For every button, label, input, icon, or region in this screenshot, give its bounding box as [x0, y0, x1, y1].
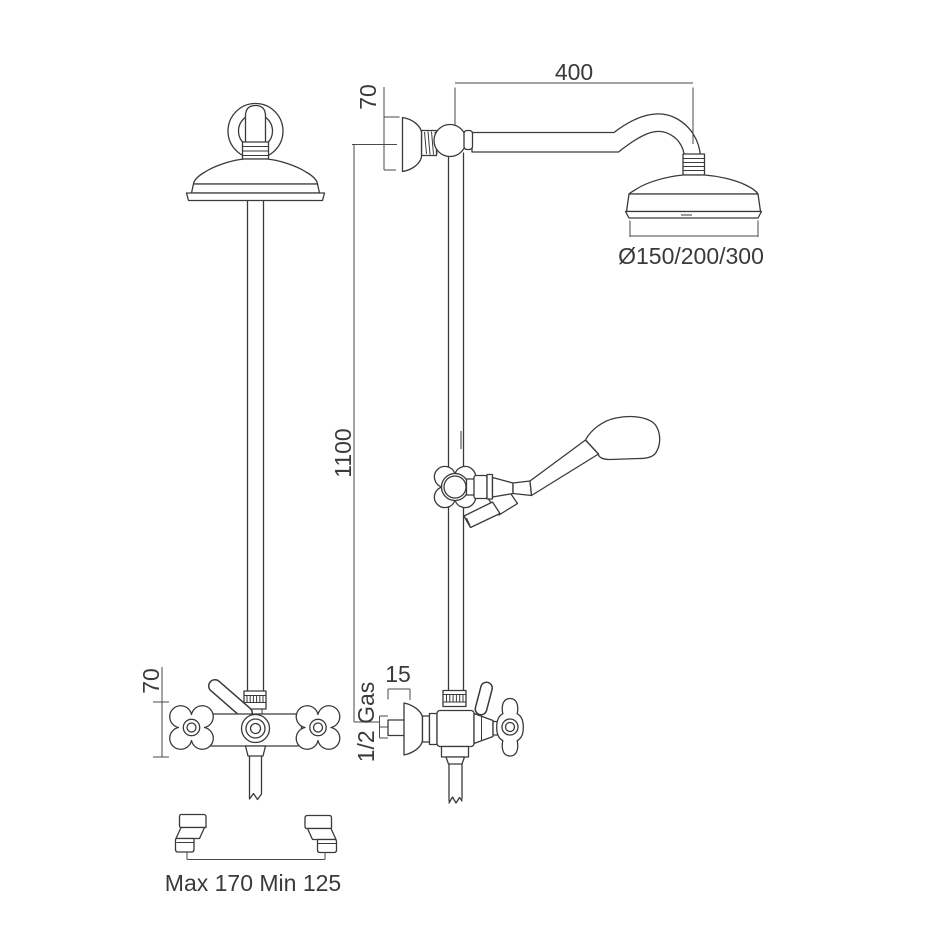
wall-flange-top [401, 116, 423, 173]
riser-pipe-side [447, 152, 465, 692]
wall-flange-bottom [403, 702, 424, 756]
arm-ring [463, 129, 474, 151]
handshower-handle [529, 439, 600, 497]
arm-front-capsule [244, 104, 267, 144]
outlet-pipe-break [248, 755, 263, 801]
wall-union-right [304, 814, 338, 854]
dim-arm-length: 400 [454, 59, 694, 144]
dimension-annotations: 400 70 Ø150/200/300 1100 15 1/2 Gas 70 [138, 59, 764, 896]
dim-valve-height-label: 70 [138, 668, 164, 694]
dim-inlet-centers: Max 170 Min 125 [165, 852, 341, 896]
handshower-head [584, 415, 661, 461]
dim-arm-offset: 70 [352, 84, 400, 171]
diverter-lever-front [208, 679, 253, 720]
cross-handle-right [295, 705, 341, 750]
riser-pipe-front [246, 199, 265, 693]
valve-cross-handle [496, 697, 524, 757]
wall-stub [387, 719, 407, 737]
valve-outlet-pipe-break [448, 763, 463, 804]
valve-lever [474, 681, 493, 716]
dim-valve-height: 70 [138, 667, 169, 758]
dim-arm-offset-label: 70 [355, 84, 381, 110]
cross-handle-left [169, 705, 214, 750]
dim-arm-length-label: 400 [555, 59, 593, 85]
dim-head-diameter-label: Ø150/200/300 [618, 243, 764, 269]
shower-head-side [628, 174, 759, 195]
handshower [486, 415, 661, 500]
dim-thread-label: 1/2 Gas [353, 682, 379, 763]
dim-wall-stub-label: 15 [385, 661, 411, 687]
dim-riser-height: 1100 [330, 144, 388, 739]
wall-union-left [174, 813, 207, 853]
diverter-valve [387, 681, 524, 804]
hose-stub [463, 501, 501, 529]
front-view [169, 102, 341, 854]
mixer-outlet [244, 745, 267, 757]
dim-inlet-centers-label: Max 170 Min 125 [165, 870, 341, 896]
shower-arm [471, 113, 702, 158]
shower-head-front [192, 158, 319, 185]
valve-body [436, 709, 475, 748]
slider-knob [433, 465, 477, 509]
dim-head-diameter: Ø150/200/300 [618, 220, 764, 269]
dim-wall-stub: 15 [385, 661, 411, 700]
handshower-holder [465, 478, 476, 496]
ball-joint [433, 123, 467, 158]
head-collar-side [682, 153, 706, 176]
dim-riser-height-label: 1100 [330, 428, 356, 477]
side-view [387, 113, 763, 804]
